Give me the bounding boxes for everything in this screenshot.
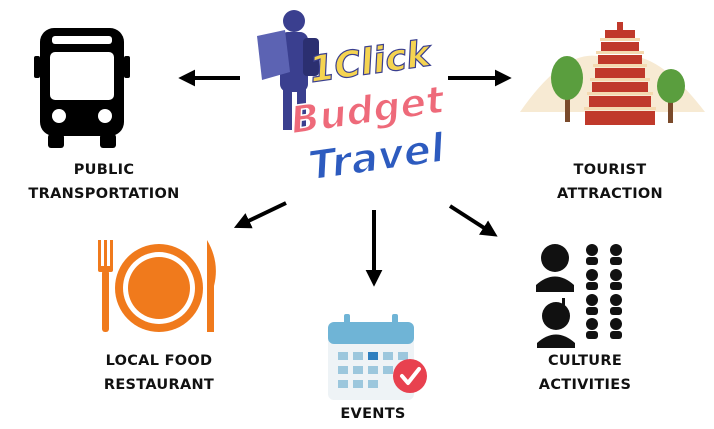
label-events: EVENTS	[318, 402, 428, 426]
label-local-food-restaurant: LOCAL FOOD RESTAURANT	[84, 349, 234, 397]
label-line: EVENTS	[340, 406, 406, 422]
label-line: LOCAL FOOD	[105, 353, 213, 369]
label-line: TOURIST	[573, 162, 647, 178]
pagoda-icon	[520, 22, 705, 125]
arrow-to-culture	[448, 204, 498, 237]
label-line: ACTIVITIES	[538, 377, 632, 393]
label-culture-activities: CULTURE ACTIVITIES	[510, 349, 660, 397]
label-line: ATTRACTION	[557, 186, 663, 202]
arrow-to-food	[233, 201, 287, 229]
label-line: PUBLIC	[73, 162, 135, 178]
people-icon	[536, 244, 622, 348]
label-line: TRANSPORTATION	[28, 186, 180, 202]
label-line: RESTAURANT	[103, 377, 215, 393]
plate-cutlery-icon	[98, 240, 216, 332]
label-tourist-attraction: TOURIST ATTRACTION	[530, 158, 690, 206]
bus-icon	[34, 28, 130, 148]
calendar-check-icon	[328, 314, 427, 400]
label-public-transportation: PUBLIC TRANSPORTATION	[14, 158, 194, 206]
traveler-icon	[257, 10, 319, 130]
label-line: CULTURE	[547, 353, 623, 369]
